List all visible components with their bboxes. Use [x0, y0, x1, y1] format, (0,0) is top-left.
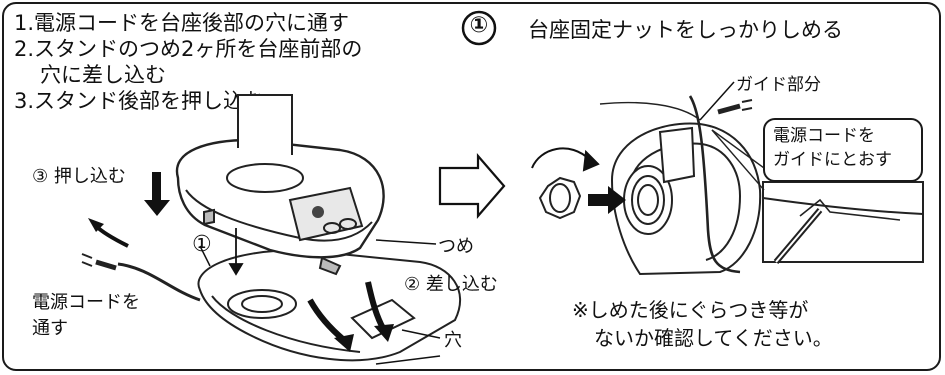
callout-box: 電源コードを ガイドにとおす: [763, 118, 923, 182]
step-1-text: 1.電源コードを台座後部の穴に通す: [14, 11, 350, 35]
arrow-step1-down: [228, 228, 244, 276]
label-step1-circle: ①: [192, 232, 212, 257]
rotate-arrow: [531, 147, 600, 172]
arrow-slot: [307, 298, 354, 352]
label-cord-pass: 電源コードを 通す: [32, 290, 140, 342]
label-hole: 穴: [444, 330, 462, 351]
step-2-text-cont: 穴に差し込む: [40, 63, 166, 87]
guide-leader: [699, 81, 735, 121]
base-illustration: [81, 94, 461, 362]
arrow-cord: [88, 218, 129, 248]
instruction-steps: 1.電源コードを台座後部の穴に通す 2.スタンドのつめ2ヶ所を台座前部の 穴に差…: [14, 10, 362, 114]
step-number-circle: [461, 10, 497, 46]
note: ※しめた後にぐらつき等が ないか確認してください。: [572, 296, 833, 352]
label-claw: つめ: [438, 236, 474, 257]
callout-line-1: 電源コードを: [773, 126, 875, 146]
arrow-insert-down: [365, 281, 394, 342]
label-insert: ② 差し込む: [404, 274, 498, 295]
right-title: 台座固定ナットをしっかりしめる: [528, 18, 843, 42]
base-underside: [599, 95, 762, 276]
step-3-text: 3.スタンド後部を押し込む: [14, 89, 266, 113]
callout-inset: [711, 129, 924, 264]
label-cord-pass-1: 電源コードを: [32, 292, 140, 313]
label-guide: ガイド部分: [736, 75, 821, 95]
step-number: ①: [469, 13, 489, 38]
diagram-frame: [2, 2, 941, 371]
arrow-nut-to-base: [588, 186, 626, 214]
note-line-1: ※しめた後にぐらつき等が: [572, 298, 809, 322]
leader-lines: [199, 239, 441, 365]
transition-arrow: [438, 153, 506, 219]
callout-line-2: ガイドにとおす: [773, 150, 892, 170]
arrow-push-down: [144, 172, 170, 216]
nut-icon: [538, 176, 582, 220]
label-push-in: ③ 押し込む: [32, 166, 126, 187]
note-line-2: ないか確認してください。: [594, 326, 833, 350]
step-2-text: 2.スタンドのつめ2ヶ所を台座前部の: [14, 37, 363, 61]
label-cord-pass-2: 通す: [32, 318, 68, 339]
